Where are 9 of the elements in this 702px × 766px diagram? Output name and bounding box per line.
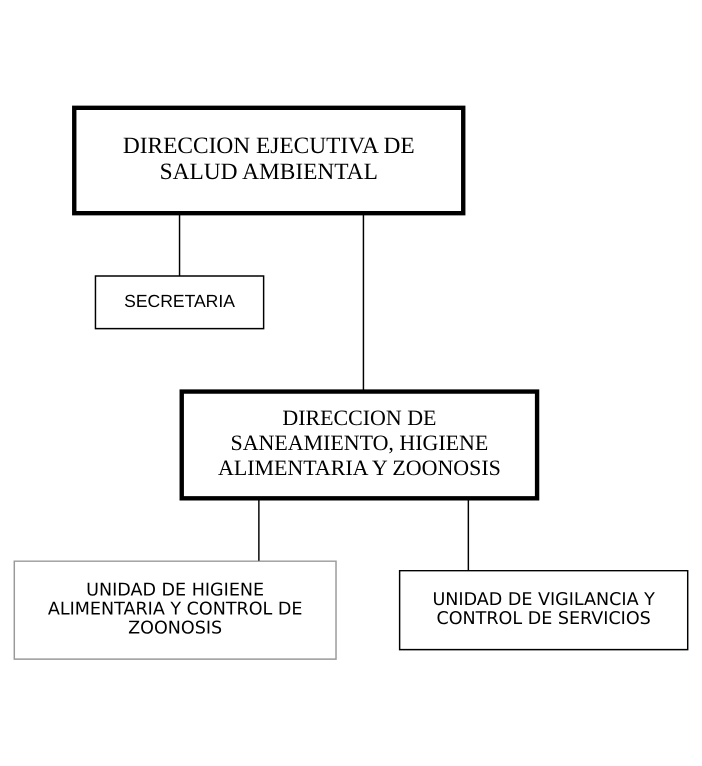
node-box: UNIDAD DE HIGIENE ALIMENTARIA Y CONTROL DE ZOONOSIS xyxy=(14,560,337,660)
node-box: DIRECCION EJECUTIVA DE SALUD AMBIENTAL xyxy=(72,105,466,215)
connector xyxy=(258,498,260,560)
connector xyxy=(178,212,180,276)
connector xyxy=(362,212,364,391)
node-box: SECRETARIA xyxy=(94,274,264,329)
node-box: DIRECCION DE SANEAMIENTO, HIGIENE ALIMENTARIA Y ZOONOSIS xyxy=(180,388,540,500)
connector xyxy=(468,498,470,570)
node-box: UNIDAD DE VIGILANCIA Y CONTROL DE SERVICIOS xyxy=(398,569,688,650)
